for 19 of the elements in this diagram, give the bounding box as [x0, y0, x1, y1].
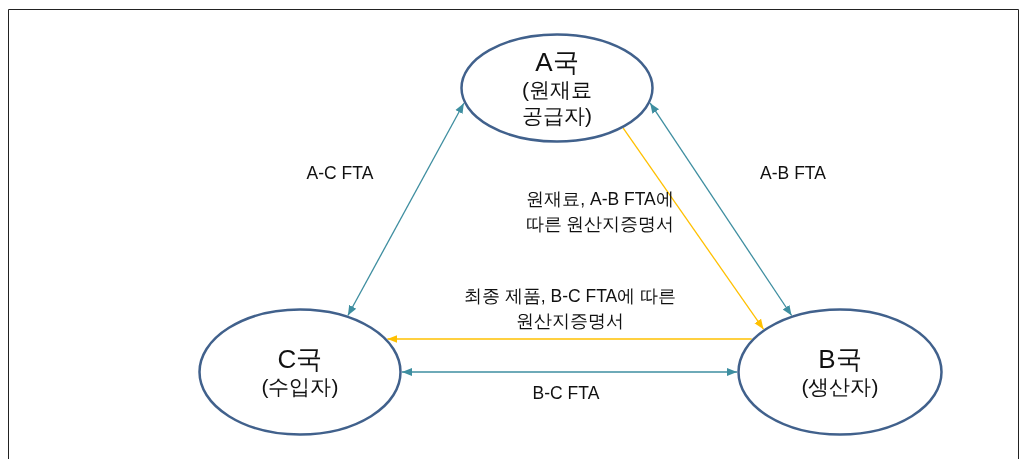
- arrow: [347, 102, 465, 317]
- arrow: [649, 102, 793, 317]
- country-name: C국: [277, 344, 323, 374]
- role-text: (수입자): [261, 374, 339, 400]
- edge-label: 최종 제품, B-C FTA에 따른 원산지증명서: [462, 285, 678, 333]
- edge-label: A-C FTA: [305, 161, 375, 185]
- role-text: (원재료 공급자): [521, 77, 593, 129]
- country-ellipse: [460, 33, 654, 143]
- country-name: A국: [535, 47, 579, 77]
- arrow: [401, 368, 738, 376]
- edge-label: 원재료, A-B FTA에 따른 원산지증명서: [524, 188, 676, 236]
- arrow: [386, 335, 753, 343]
- country-ellipse: [737, 308, 943, 436]
- role-text: (생산자): [801, 374, 879, 400]
- edge-label: A-B FTA: [759, 161, 827, 185]
- country-name: B국: [818, 344, 862, 374]
- arrow: [622, 127, 765, 330]
- country-ellipse: [198, 308, 402, 436]
- edge-label: B-C FTA: [531, 381, 601, 405]
